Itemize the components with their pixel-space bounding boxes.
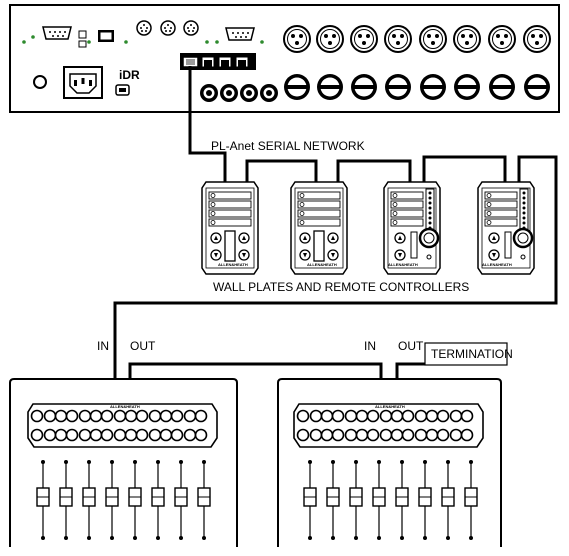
mixer2-out-label: OUT (398, 339, 424, 353)
jack-4[interactable] (260, 84, 278, 102)
midi-port-1[interactable] (136, 20, 152, 36)
jack-2[interactable] (220, 84, 238, 102)
rack-unit: iDR (9, 4, 560, 113)
plate-brand-label: ALLEN&HEATH (307, 262, 337, 267)
network-label: PL-Anet SERIAL NETWORK (211, 139, 365, 153)
knob-row-1 (30, 409, 208, 423)
mixer-console-2: ALLEN&HEATH (277, 378, 502, 547)
mixer2-in-label: IN (364, 339, 376, 353)
midi-port-3[interactable] (183, 20, 199, 36)
brand-label: iDR (119, 68, 140, 82)
wall-plate-2: ALLEN&HEATH (290, 181, 348, 275)
plate-brand-label: ALLEN&HEATH (482, 262, 512, 267)
mixer1-out-label: OUT (130, 339, 156, 353)
wall-plates-label: WALL PLATES AND REMOTE CONTROLLERS (213, 280, 469, 294)
remote-controller-2: ALLEN&HEATH (477, 181, 535, 275)
knob-row-1 (296, 409, 474, 423)
mixer-brand-label: ALLEN&HEATH (110, 404, 140, 409)
network-port[interactable] (98, 30, 114, 42)
plate-brand-label: ALLEN&HEATH (388, 262, 418, 267)
mixer1-in-label: IN (97, 339, 109, 353)
network-cables (113, 66, 558, 381)
termination-box: TERMINATION (424, 342, 513, 366)
small-switch (78, 30, 87, 48)
mixer-brand-label: ALLEN&HEATH (375, 404, 405, 409)
plate-brand-label: ALLEN&HEATH (218, 262, 248, 267)
knob-row-2 (296, 428, 474, 442)
knob-row-2 (30, 428, 208, 442)
network-ports (180, 53, 256, 70)
termination-label: TERMINATION (431, 347, 513, 361)
jack-1[interactable] (200, 84, 218, 102)
usb-port-icon[interactable] (115, 84, 130, 96)
status-leds (22, 35, 264, 44)
serial-port-left[interactable] (42, 26, 72, 40)
remote-controller-1: ALLEN&HEATH (383, 181, 441, 275)
mixer-console-1: ALLEN&HEATH (9, 378, 238, 547)
wall-plate-1: ALLEN&HEATH (201, 181, 259, 275)
midi-port-2[interactable] (160, 20, 176, 36)
iec-power-inlet-icon (63, 66, 103, 99)
serial-port-right[interactable] (225, 27, 255, 41)
power-switch[interactable] (33, 75, 47, 89)
jack-3[interactable] (240, 84, 258, 102)
